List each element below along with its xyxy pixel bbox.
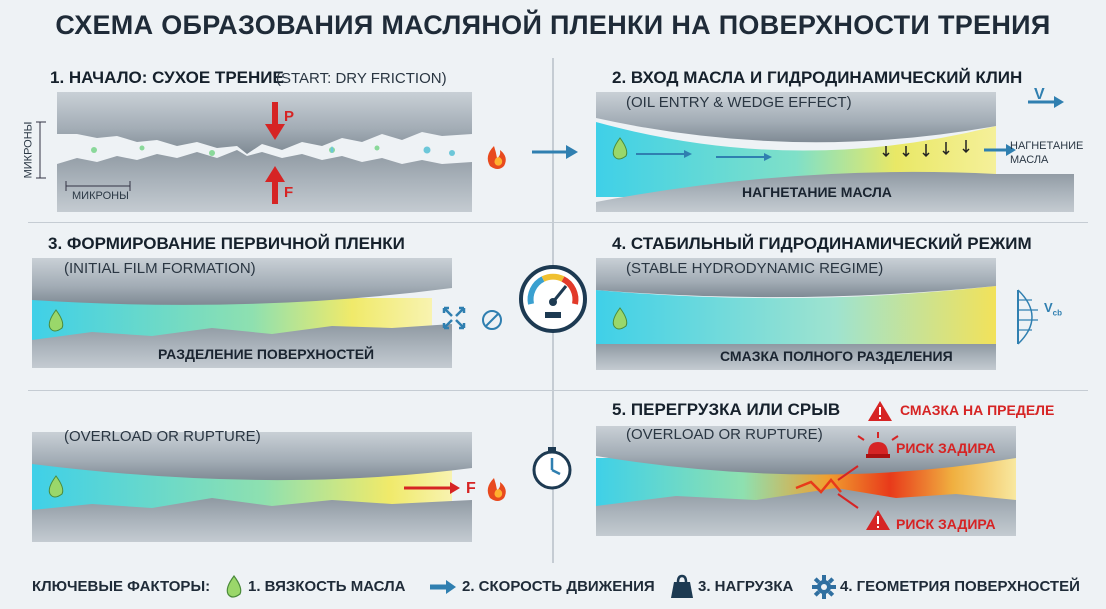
warning-icon: [868, 401, 892, 421]
panel-5-subtitle: (OVERLOAD OR RUPTURE): [64, 428, 261, 445]
weight-icon: [671, 574, 693, 598]
footer-item-viscosity: 1. ВЯЗКОСТЬ МАСЛА: [248, 578, 406, 595]
horizontal-dimension-label: МИКРОНЫ: [72, 190, 129, 202]
warning-limit-text: СМАЗКА НА ПРЕДЕЛЕ: [900, 402, 1055, 418]
key-factors-footer: КЛЮЧЕВЫЕ ФАКТОРЫ: 1. ВЯЗКОСТЬ МАСЛА 2. С…: [0, 572, 1106, 604]
panel-4-title: 4. СТАБИЛЬНЫЙ ГИДРОДИНАМИЧЕСКИЙ РЕЖИМ: [612, 234, 1032, 253]
panel-6-title: 5. ПЕРЕГРУЗКА ИЛИ СРЫВ: [612, 400, 841, 419]
panel-oil-entry: 2. ВХОД МАСЛА И ГИДРОДИНАМИЧЕСКИЙ КЛИН (…: [596, 62, 1083, 220]
force-f-label: F: [284, 184, 294, 201]
fire-icon: [487, 478, 506, 501]
panel-3-title: 3. ФОРМИРОВАНИЕ ПЕРВИЧНОЙ ПЛЕНКИ: [48, 234, 405, 253]
velocity-label: V: [1034, 86, 1045, 103]
oil-drop-icon: [612, 307, 628, 330]
panel-2-title: 2. ВХОД МАСЛА И ГИДРОДИНАМИЧЕСКИЙ КЛИН: [612, 68, 1023, 87]
footer-label: КЛЮЧЕВЫЕ ФАКТОРЫ:: [32, 578, 211, 595]
pressure-gauge-icon: [519, 265, 587, 333]
transition-arrow-icon: [532, 145, 578, 159]
panel-3-subtitle: (INITIAL FILM FORMATION): [64, 260, 256, 277]
side-label-line-2: МАСЛА: [1010, 154, 1049, 166]
oil-drop-icon: [48, 309, 64, 332]
risk-text-bottom: РИСК ЗАДИРА: [896, 516, 996, 532]
panel-3-surface-label: РАЗДЕЛЕНИЕ ПОВЕРХНОСТЕЙ: [158, 346, 375, 362]
no-wear-icon: [482, 310, 502, 330]
panel-1-title: 1. НАЧАЛО: СУХОЕ ТРЕНИЕ: [50, 68, 284, 87]
arrow-right-icon: [430, 580, 456, 594]
velocity-label: V: [1044, 300, 1053, 315]
side-label-line-1: НАГНЕТАНИЕ: [1010, 140, 1084, 152]
overload-left-illustration: [32, 432, 506, 542]
panel-2-surface-label: НАГНЕТАНИЕ МАСЛА: [742, 184, 892, 200]
panel-overload-left: (OVERLOAD OR RUPTURE) F: [32, 396, 510, 554]
alarm-light-icon: [857, 432, 899, 458]
initial-film-illustration: [32, 258, 502, 368]
panel-initial-film: 3. ФОРМИРОВАНИЕ ПЕРВИЧНОЙ ПЛЕНКИ (INITIA…: [32, 228, 510, 386]
panel-5-force-label: F: [466, 480, 476, 497]
row-divider-1: [28, 222, 1088, 223]
panel-6-subtitle: (OVERLOAD OR RUPTURE): [626, 426, 823, 443]
footer-item-speed: 2. СКОРОСТЬ ДВИЖЕНИЯ: [462, 578, 655, 595]
velocity-profile-label: Vcb: [1044, 300, 1062, 318]
fire-icon: [487, 146, 506, 169]
expand-arrows-icon: [442, 306, 466, 330]
force-p-label: P: [284, 108, 295, 125]
footer-item-load: 3. НАГРУЗКА: [698, 578, 794, 595]
oil-drop-icon: [612, 137, 628, 160]
vertical-dimension-label: МИКРОНЫ: [22, 121, 35, 179]
stable-regime-illustration: [596, 258, 1038, 370]
panel-4-subtitle: (STABLE HYDRODYNAMIC REGIME): [626, 260, 884, 277]
warning-icon: [866, 510, 890, 530]
velocity-subscript: cb: [1052, 308, 1063, 318]
panel-2-subtitle: (OIL ENTRY & WEDGE EFFECT): [626, 94, 852, 111]
oil-drop-icon: [48, 475, 64, 498]
row-divider-2: [28, 390, 1088, 391]
oil-drop-icon: [226, 574, 242, 598]
panel-stable-regime: 4. СТАБИЛЬНЫЙ ГИДРОДИНАМИЧЕСКИЙ РЕЖИМ (S…: [596, 228, 1074, 386]
page-title: СХЕМА ОБРАЗОВАНИЯ МАСЛЯНОЙ ПЛЕНКИ НА ПОВ…: [55, 10, 1051, 40]
gear-icon: [812, 575, 836, 599]
timer-icon: [532, 447, 572, 490]
oil-wedge-illustration: [596, 92, 1074, 212]
panel-dry-friction: 1. НАЧАЛО: СУХОЕ ТРЕНИЕ (START: DRY FRIC…: [22, 62, 510, 220]
risk-text-top: РИСК ЗАДИРА: [896, 440, 996, 456]
dry-friction-illustration: [36, 92, 506, 212]
overload-right-illustration: [596, 401, 1016, 536]
panel-4-surface-label: СМАЗКА ПОЛНОГО РАЗДЕЛЕНИЯ: [720, 348, 953, 364]
panel-1-subtitle: (START: DRY FRICTION): [276, 70, 447, 87]
footer-item-geometry: 4. ГЕОМЕТРИЯ ПОВЕРХНОСТЕЙ: [840, 578, 1080, 595]
panel-overload-right: 5. ПЕРЕГРУЗКА ИЛИ СРЫВ (OVERLOAD OR RUPT…: [596, 396, 1074, 554]
